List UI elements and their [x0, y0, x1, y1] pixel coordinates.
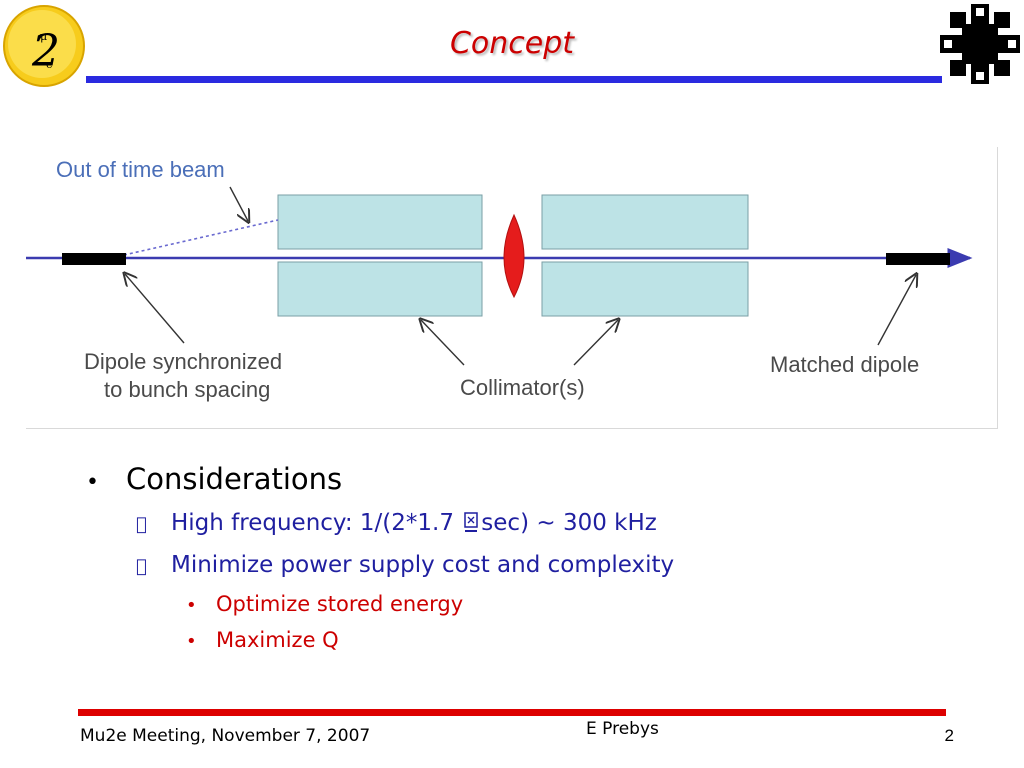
logo-2-glyph: 2 — [31, 26, 60, 77]
footer-meeting: Mu2e Meeting, November 7, 2007 — [80, 726, 371, 746]
bullet-mark: • — [186, 595, 197, 616]
logo-e-glyph: e — [46, 58, 53, 71]
label-out-of-time-beam: Out of time beam — [56, 157, 225, 182]
collimator-block-upper-right — [541, 194, 749, 250]
label-dipole-line1: Dipole synchronized — [84, 349, 282, 374]
mu2e-logo-icon: μ 2 e — [2, 4, 86, 88]
label-dipole-line2: to bunch spacing — [104, 377, 270, 402]
bullet-mark:  — [136, 556, 171, 577]
page-title: Concept — [449, 26, 575, 61]
bullet-high-frequency: High frequency: 1/(2*1.7 sec) ~ 300 kHz — [136, 510, 657, 536]
bullet-text: Optimize stored energy — [216, 592, 464, 616]
bullet-text-after: sec) ~ 300 kHz — [481, 510, 657, 536]
logo-mu-glyph: μ — [40, 30, 47, 43]
arrow-collimator-left — [421, 320, 465, 366]
fermilab-logo-icon — [940, 4, 1020, 84]
bullet-mark: • — [86, 470, 99, 495]
title-rule — [86, 76, 942, 83]
collimator-block-lower-left — [277, 261, 483, 317]
bunch-lens-icon — [503, 213, 525, 299]
arrow-collimator-right — [573, 320, 618, 366]
arrow-dipole-left — [125, 274, 185, 344]
bullet-text: Maximize Q — [216, 628, 339, 652]
dipole-left — [62, 253, 126, 265]
footer-author: E Prebys — [586, 719, 659, 739]
bullet-text: Considerations — [126, 462, 343, 496]
bullet-mark:  — [136, 514, 171, 535]
collimator-block-lower-right — [541, 261, 749, 317]
arrow-matched-dipole — [877, 275, 916, 346]
bullet-optimize-energy: • Optimize stored energy — [186, 592, 463, 616]
bullet-minimize-power: Minimize power supply cost and complexi… — [136, 552, 674, 578]
label-collimators: Collimator(s) — [460, 375, 585, 400]
bullet-maximize-q: • Maximize Q — [186, 628, 339, 652]
bullet-considerations: • Considerations — [86, 462, 342, 496]
dipole-right — [886, 253, 950, 265]
bullet-mark: • — [186, 631, 197, 652]
footer-rule — [78, 709, 946, 716]
bullet-text-before: High frequency: 1/(2*1.7 — [171, 510, 462, 536]
arrow-out-of-time — [229, 186, 248, 221]
label-matched-dipole: Matched dipole — [770, 352, 919, 377]
out-of-time-trajectory — [123, 219, 279, 256]
mu-symbol-icon — [461, 511, 481, 533]
collimator-block-upper-left — [277, 194, 483, 250]
concept-diagram: Out of time beam Dipole synchronized to … — [26, 147, 998, 429]
page-number: 2 — [944, 726, 954, 745]
bullet-text: Minimize power supply cost and complexit… — [171, 552, 675, 578]
